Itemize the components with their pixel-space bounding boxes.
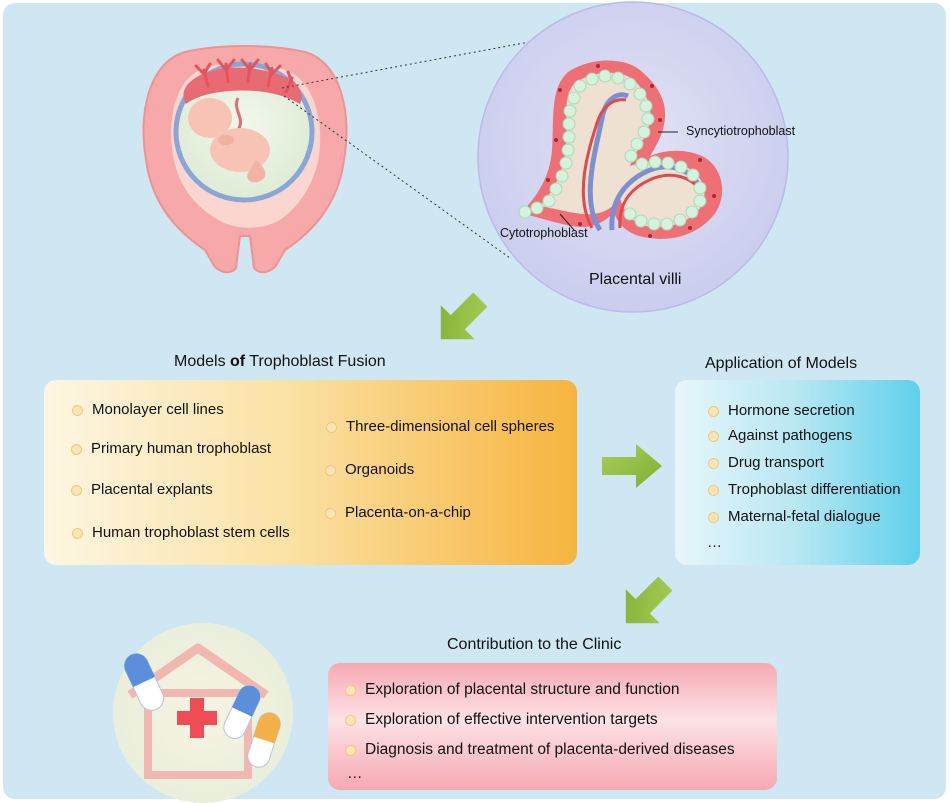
bullet-dot xyxy=(71,485,82,496)
clinic-item: Exploration of effective intervention ta… xyxy=(345,711,658,729)
bullet-dot xyxy=(708,406,719,417)
arrow-to-applications xyxy=(602,444,662,488)
model-item-label: Placental explants xyxy=(91,481,213,498)
bullet-dot xyxy=(708,485,719,496)
bullet-dot xyxy=(708,431,719,442)
models-heading-of: of xyxy=(230,353,246,370)
application-item: Hormone secretion xyxy=(708,402,855,419)
placental-villi-illustration xyxy=(477,1,789,313)
model-item-label: Primary human trophoblast xyxy=(91,440,272,457)
models-heading-prefix: Models xyxy=(174,353,231,370)
bullet-dot xyxy=(325,465,336,476)
arrow-to-models xyxy=(440,292,488,340)
models-heading-suffix: Trophoblast Fusion xyxy=(245,353,386,370)
application-item-label: Hormone secretion xyxy=(728,402,855,419)
model-item: Organoids xyxy=(325,461,415,478)
model-item: Primary human trophoblast xyxy=(71,440,272,457)
clinic-item-label: Exploration of effective intervention ta… xyxy=(365,711,658,728)
uterus-illustration xyxy=(142,39,541,274)
model-item: Human trophoblast stem cells xyxy=(72,524,290,541)
applications-ellipsis: … xyxy=(707,534,722,551)
application-item-label: Maternal-fetal dialogue xyxy=(728,508,881,525)
bullet-dot xyxy=(708,512,719,523)
application-item: Against pathogens xyxy=(708,427,853,444)
fetus-illustration xyxy=(188,98,270,183)
clinic-heading: Contribution to the Clinic xyxy=(447,636,622,653)
clinic-box: Exploration of placental structure and f… xyxy=(328,663,777,790)
bullet-dot xyxy=(71,444,82,455)
model-item-label: Three-dimensional cell spheres xyxy=(346,418,555,435)
model-item-label: Placenta-on-a-chip xyxy=(345,504,471,521)
bullet-dot xyxy=(708,458,719,469)
application-item: Drug transport xyxy=(708,454,824,471)
bullet-dot xyxy=(72,528,83,539)
application-item: Maternal-fetal dialogue xyxy=(708,508,881,525)
bullet-dot xyxy=(345,715,356,726)
bullet-dot xyxy=(345,685,356,696)
clinic-hospital-icon xyxy=(113,623,293,803)
application-item-label: Trophoblast differentiation xyxy=(728,481,901,498)
placental-villi-title: Placental villi xyxy=(589,271,682,288)
clinic-item-label: Diagnosis and treatment of placenta-deri… xyxy=(365,741,735,758)
clinic-item: Exploration of placental structure and f… xyxy=(345,681,680,699)
bullet-dot xyxy=(325,508,336,519)
model-item: Monolayer cell lines xyxy=(72,401,224,418)
models-heading: Models of Trophoblast Fusion xyxy=(174,353,386,371)
clinic-ellipsis: … xyxy=(347,765,363,782)
application-item: Trophoblast differentiation xyxy=(708,481,901,498)
bullet-dot xyxy=(326,422,337,433)
applications-heading: Application of Models xyxy=(705,355,858,372)
clinic-item-label: Exploration of placental structure and f… xyxy=(365,681,680,698)
bullet-dot xyxy=(345,745,356,756)
model-item: Three-dimensional cell spheres xyxy=(326,418,555,435)
model-item: Placental explants xyxy=(71,481,213,498)
application-item-label: Drug transport xyxy=(728,454,824,471)
syncytiotrophoblast-label: Syncytiotrophoblast xyxy=(686,124,796,138)
model-item-label: Organoids xyxy=(345,461,415,478)
applications-box: Hormone secretion Against pathogens Drug… xyxy=(675,380,920,565)
model-item-label: Human trophoblast stem cells xyxy=(92,524,290,541)
application-item-label: Against pathogens xyxy=(728,427,853,444)
model-item-label: Monolayer cell lines xyxy=(92,401,224,418)
arrow-to-clinic xyxy=(625,576,673,624)
model-item: Placenta-on-a-chip xyxy=(325,504,471,521)
cytotrophoblast-label: Cytotrophoblast xyxy=(500,226,588,240)
models-box: Monolayer cell lines Primary human troph… xyxy=(44,380,577,565)
clinic-item: Diagnosis and treatment of placenta-deri… xyxy=(345,741,735,759)
bullet-dot xyxy=(72,405,83,416)
